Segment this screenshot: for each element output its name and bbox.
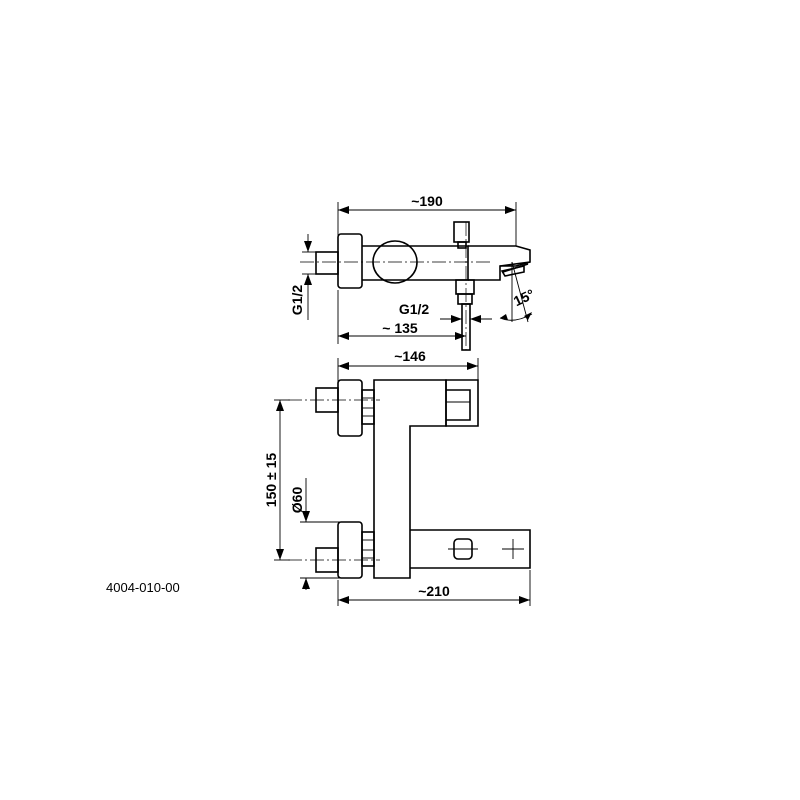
- dim-top-width: ~190: [337, 193, 517, 246]
- dim-label-front-width: ~146: [394, 348, 426, 364]
- dim-label-top-width: ~190: [411, 193, 443, 209]
- dim-top-thread-outlet: G1/2: [399, 301, 492, 323]
- dim-front-spacing: 150 ± 15: [263, 399, 290, 561]
- dim-rosette-diameter: Ø60: [289, 478, 340, 590]
- dim-top-thread-left: G1/2: [289, 234, 318, 320]
- top-view: [300, 221, 533, 351]
- dim-label-top-thread-left: G1/2: [289, 285, 305, 316]
- dim-label-front-spacing: 150 ± 15: [263, 453, 279, 508]
- dim-label-front-overall: ~210: [418, 583, 450, 599]
- dim-label-spout-angle: 15°: [511, 286, 537, 309]
- front-view: [288, 379, 531, 579]
- product-code: 4004-010-00: [106, 580, 180, 595]
- dim-front-overall: ~210: [337, 570, 531, 606]
- dim-label-top-thread-outlet: G1/2: [399, 301, 430, 317]
- dim-label-rosette-diameter: Ø60: [289, 487, 305, 514]
- dim-front-width: ~146: [337, 348, 479, 382]
- dim-top-outlet-distance: ~ 135: [337, 290, 466, 344]
- dim-label-top-outlet-distance: ~ 135: [382, 320, 418, 336]
